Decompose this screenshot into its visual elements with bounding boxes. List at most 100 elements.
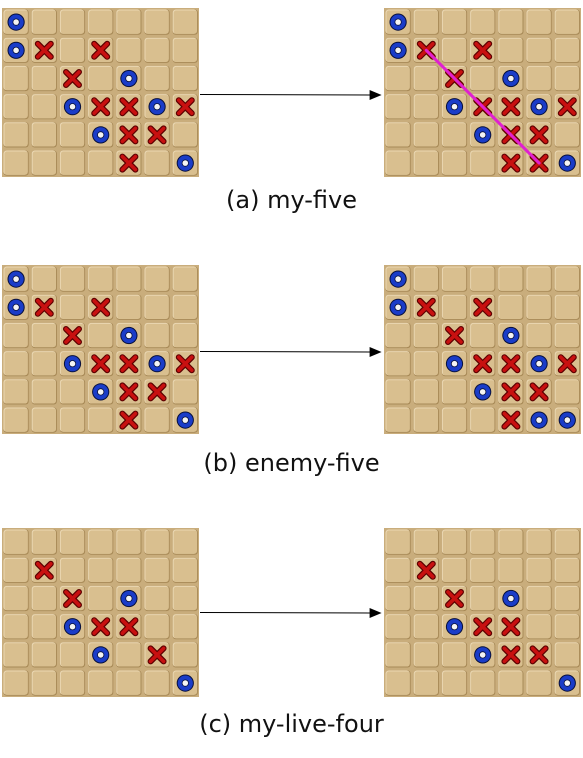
board-cell-r2-c1 xyxy=(31,65,57,92)
board-cell-r1-c6 xyxy=(554,557,580,583)
board-cell-r1-c6 xyxy=(554,294,580,320)
o-piece-r3-c5 xyxy=(530,355,548,373)
x-piece-r1-c3 xyxy=(91,297,111,317)
board-cell-r3-c0 xyxy=(385,351,411,377)
board-cell-r0-c6 xyxy=(172,9,198,35)
board-cell-r0-c3 xyxy=(470,266,496,292)
x-piece-r3-c3 xyxy=(473,617,493,637)
board-cell-r5-c0 xyxy=(385,670,411,696)
x-piece-r3-c6 xyxy=(557,354,577,374)
o-piece-r3-c5 xyxy=(148,98,166,116)
board-cell-r3-c6 xyxy=(172,614,198,640)
board-after-a xyxy=(384,8,582,178)
board-cell-r1-c6 xyxy=(172,557,198,583)
board-cell-r1-c6 xyxy=(172,294,198,320)
x-piece-r1-c1 xyxy=(416,297,436,317)
board-cell-r2-c6 xyxy=(554,322,580,349)
x-piece-r5-c4 xyxy=(501,410,521,430)
x-piece-r1-c1 xyxy=(416,560,436,580)
board-cell-r4-c0 xyxy=(385,122,411,148)
board-cell-r4-c0 xyxy=(3,379,29,405)
board-cell-r4-c0 xyxy=(3,642,29,668)
board-cell-r3-c1 xyxy=(31,94,57,120)
board-cell-r5-c2 xyxy=(59,150,86,176)
board-background xyxy=(2,8,200,178)
board-cell-r1-c5 xyxy=(526,557,552,583)
board-cell-r1-c5 xyxy=(144,294,170,320)
o-piece-r4-c3 xyxy=(92,126,110,144)
board-cell-r1-c5 xyxy=(144,557,170,583)
board-cell-r1-c6 xyxy=(554,37,580,63)
board-cell-r0-c1 xyxy=(413,266,439,292)
board-cell-r2-c3 xyxy=(470,65,496,92)
x-piece-r4-c5 xyxy=(147,382,167,402)
o-piece-r5-c6 xyxy=(176,154,194,172)
o-piece-r5-c6 xyxy=(558,154,576,172)
o-piece-r3-c2 xyxy=(445,355,464,373)
board-cell-r3-c0 xyxy=(3,351,29,377)
x-piece-r1-c1 xyxy=(34,297,54,317)
board-cell-r0-c0 xyxy=(3,529,29,555)
board-cell-r2-c6 xyxy=(172,322,198,349)
board-cell-r5-c5 xyxy=(144,150,170,176)
board-after-c xyxy=(384,528,582,698)
x-piece-r2-c2 xyxy=(444,588,464,608)
board-cell-r1-c3 xyxy=(470,557,496,583)
board-background xyxy=(2,528,200,698)
transition-arrow-b xyxy=(200,347,382,357)
board-cell-r0-c2 xyxy=(441,9,468,35)
board-cell-r0-c1 xyxy=(31,529,57,555)
board-cell-r3-c0 xyxy=(3,94,29,120)
board-cell-r0-c3 xyxy=(88,266,114,292)
x-piece-r3-c3 xyxy=(473,354,493,374)
x-piece-r3-c3 xyxy=(91,354,111,374)
board-cell-r2-c1 xyxy=(413,322,439,349)
x-piece-r1-c1 xyxy=(34,560,54,580)
board-cell-r4-c0 xyxy=(385,379,411,405)
o-piece-r5-c6 xyxy=(558,411,576,429)
board-cell-r5-c5 xyxy=(526,670,552,696)
board-cell-r1-c6 xyxy=(172,37,198,63)
board-cell-r0-c2 xyxy=(441,266,468,292)
board-cell-r0-c3 xyxy=(470,529,496,555)
x-piece-r2-c2 xyxy=(62,588,82,608)
board-cell-r0-c2 xyxy=(441,529,468,555)
x-piece-r3-c4 xyxy=(501,354,521,374)
board-cell-r4-c6 xyxy=(554,122,580,148)
board-cell-r1-c4 xyxy=(498,557,524,583)
x-piece-r4-c5 xyxy=(147,645,167,665)
board-cell-r3-c6 xyxy=(554,614,580,640)
x-piece-r3-c6 xyxy=(175,354,195,374)
board-cell-r0-c3 xyxy=(470,9,496,35)
x-piece-r4-c4 xyxy=(119,125,139,145)
board-cell-r2-c3 xyxy=(88,65,114,92)
board-cell-r5-c1 xyxy=(413,670,439,696)
board-cell-r1-c2 xyxy=(59,294,86,320)
board-cell-r1-c0 xyxy=(385,557,411,583)
board-cell-r1-c2 xyxy=(59,37,86,63)
board-cell-r1-c0 xyxy=(3,557,29,583)
board-cell-r5-c0 xyxy=(3,407,29,433)
winning-line xyxy=(424,48,541,165)
x-piece-r5-c4 xyxy=(119,153,139,173)
x-piece-r2-c2 xyxy=(444,325,464,345)
board-cell-r1-c5 xyxy=(144,37,170,63)
board-cell-r5-c0 xyxy=(3,150,29,176)
o-piece-r2-c4 xyxy=(502,326,520,345)
o-piece-r0-c0 xyxy=(389,270,407,288)
board-cell-r1-c3 xyxy=(88,557,114,583)
board-cell-r2-c0 xyxy=(385,585,411,612)
o-piece-r1-c0 xyxy=(7,41,25,59)
board-cell-r2-c1 xyxy=(413,65,439,92)
board-cell-r2-c0 xyxy=(385,65,411,92)
o-piece-r5-c5 xyxy=(530,411,548,429)
board-cell-r2-c3 xyxy=(88,322,114,349)
o-piece-r1-c0 xyxy=(389,41,407,59)
x-piece-r3-c3 xyxy=(91,617,111,637)
board-cell-r0-c6 xyxy=(554,266,580,292)
x-piece-r5-c4 xyxy=(119,410,139,430)
o-piece-r2-c4 xyxy=(502,589,520,608)
x-piece-r4-c4 xyxy=(501,382,521,402)
board-cell-r5-c1 xyxy=(413,150,439,176)
board-cell-r5-c3 xyxy=(470,407,496,433)
